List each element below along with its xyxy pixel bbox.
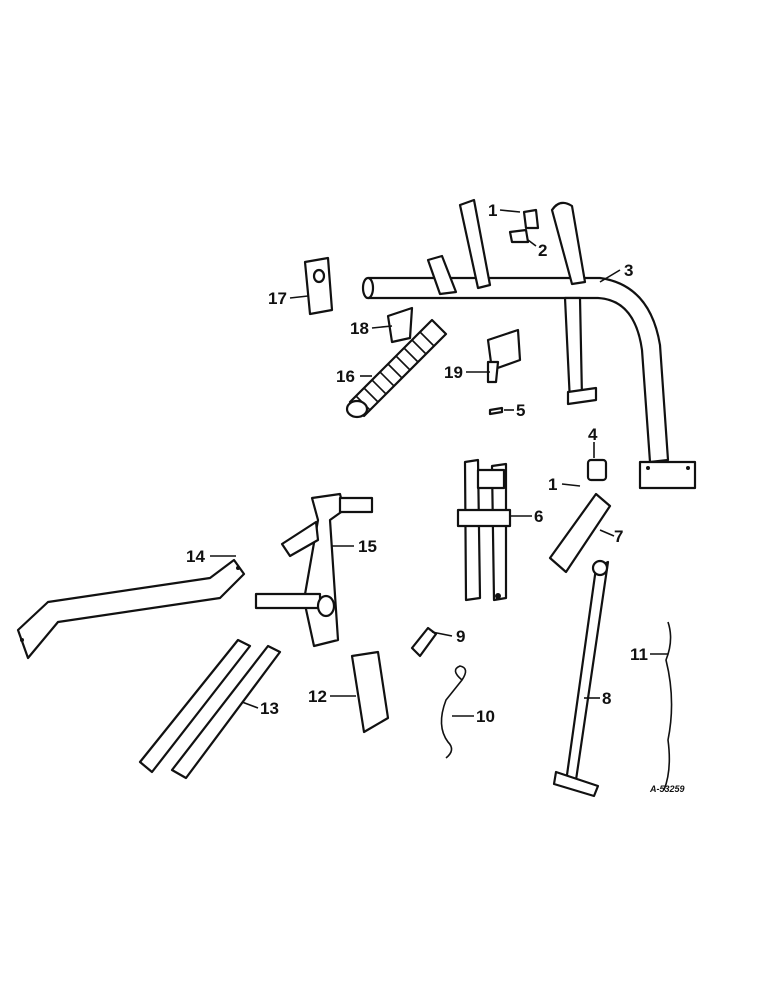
callout-2: 2 [538, 241, 547, 260]
callout-5: 5 [516, 401, 525, 420]
callout-8: 8 [602, 689, 611, 708]
callout-13: 13 [260, 699, 279, 718]
part-15-bellcrank [254, 492, 374, 648]
leader-lines [210, 209, 668, 717]
callout-12: 12 [308, 687, 327, 706]
part-1-clip [522, 208, 540, 230]
part-12-plate [350, 650, 390, 734]
part-13-straps [138, 638, 282, 780]
callout-1-middle: 1 [548, 475, 557, 494]
part-18-bracket [386, 306, 414, 344]
part-3-frame [361, 198, 697, 490]
callout-7: 7 [614, 527, 623, 546]
callout-14: 14 [186, 547, 205, 566]
part-14-bar [16, 558, 246, 660]
callout-19: 19 [444, 363, 463, 382]
callout-17: 17 [268, 289, 287, 308]
part-9-bolt [410, 626, 438, 658]
part-19-bracket [486, 328, 522, 372]
callout-9: 9 [456, 627, 465, 646]
part-10-hook [440, 665, 467, 759]
part-5-pin [488, 406, 504, 416]
callout-11: 11 [630, 645, 648, 664]
callout-1-top: 1 [488, 201, 497, 220]
drawing-reference: A-53259 [649, 784, 685, 794]
callout-18: 18 [350, 319, 369, 338]
callout-15: 15 [358, 537, 377, 556]
callout-6: 6 [534, 507, 543, 526]
part-17-plate [303, 256, 334, 316]
part-7-link [548, 492, 612, 574]
part-6-yoke [456, 458, 512, 602]
part-4-bushing [586, 458, 608, 482]
callout-16: 16 [336, 367, 355, 386]
part-8-rod [552, 559, 610, 798]
callout-3: 3 [624, 261, 633, 280]
callout-10: 10 [476, 707, 495, 726]
part-16-spring [345, 318, 448, 419]
callout-4: 4 [588, 425, 598, 444]
part-2-clip [508, 228, 530, 244]
part-11-cable [663, 621, 673, 791]
